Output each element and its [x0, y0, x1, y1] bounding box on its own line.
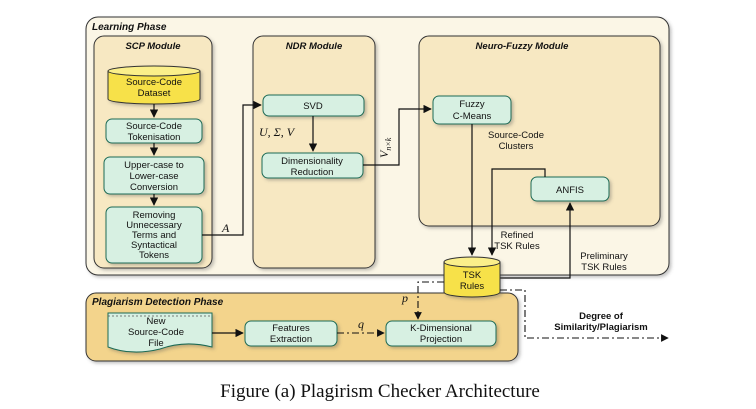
degree-label-2: Similarity/Plagiarism [554, 322, 647, 333]
fuzzy-label-2: C-Means [453, 111, 492, 122]
conversion-label-2: Lower-case [129, 171, 178, 182]
removing-label-1: Removing [133, 210, 176, 221]
features-label-1: Features [272, 323, 310, 334]
fuzzy-label-1: Fuzzy [459, 99, 485, 110]
refined-label-2: TSK Rules [494, 241, 540, 252]
label-vnk: Vn×k [377, 137, 393, 158]
removing-label-5: Tokens [139, 250, 169, 261]
removing-label-2: Unnecessary [126, 220, 182, 231]
ndr-module-panel [252, 35, 376, 269]
arrow-to-degree-output [500, 289, 669, 342]
dataset-label-1: Source-Code [126, 77, 182, 88]
kdim-label-1: K-Dimensional [410, 323, 472, 334]
svd-label: SVD [303, 101, 323, 112]
learning-phase-title: Learning Phase [92, 22, 167, 33]
svg-text:Vn×k: Vn×k [377, 137, 393, 158]
label-q: q [358, 317, 364, 331]
new-source-code-file-doc [107, 312, 213, 353]
tokenisation-label-1: Source-Code [126, 121, 182, 132]
arrow-a-to-svd [202, 100, 262, 236]
new-file-label-1: New [146, 316, 165, 327]
arrow-tsk-to-anfis [500, 202, 575, 279]
arrow-vnk-to-fuzzy [363, 104, 432, 166]
conversion-label-3: Conversion [130, 182, 178, 193]
removing-label-3: Terms and [132, 230, 176, 241]
features-label-2: Extraction [270, 334, 312, 345]
label-usv: U, Σ, V [259, 125, 296, 139]
anfis-box [530, 176, 610, 202]
neuro-fuzzy-module-title: Neuro-Fuzzy Module [476, 41, 570, 52]
reduction-label-2: Reduction [291, 167, 334, 178]
plagiarism-phase-title: Plagiarism Detection Phase [92, 297, 224, 308]
label-p: p [401, 291, 408, 305]
tsk-label-2: Rules [460, 281, 485, 292]
refined-label-1: Refined [501, 230, 534, 241]
preliminary-label-1: Preliminary [580, 251, 628, 262]
removing-label-4: Syntactical [131, 240, 177, 251]
tsk-rules-cylinder [443, 256, 501, 298]
reduction-label-1: Dimensionality [281, 156, 343, 167]
preliminary-label-2: TSK Rules [581, 262, 627, 273]
tokenisation-label-2: Tokenisation [128, 132, 181, 143]
degree-label-1: Degree of [579, 311, 624, 322]
dataset-label-2: Dataset [138, 88, 171, 99]
clusters-label-2: Clusters [499, 141, 534, 152]
tsk-label-1: TSK [463, 270, 482, 281]
conversion-label-1: Upper-case to [124, 160, 184, 171]
clusters-label-1: Source-Code [488, 130, 544, 141]
kdim-label-2: Projection [420, 334, 462, 345]
new-file-label-2: Source-Code [128, 327, 184, 338]
label-a: A [221, 221, 230, 235]
new-file-label-3: File [148, 338, 163, 349]
ndr-module-title: NDR Module [286, 41, 343, 52]
scp-module-title: SCP Module [125, 41, 181, 52]
k-dimensional-projection-box [385, 320, 497, 347]
anfis-label: ANFIS [556, 185, 584, 196]
arrow-anfis-to-tsk [487, 168, 546, 256]
figure-caption: Figure (a) Plagirism Checker Architectur… [220, 381, 540, 402]
arrow-tsk-to-kdim [414, 281, 444, 320]
